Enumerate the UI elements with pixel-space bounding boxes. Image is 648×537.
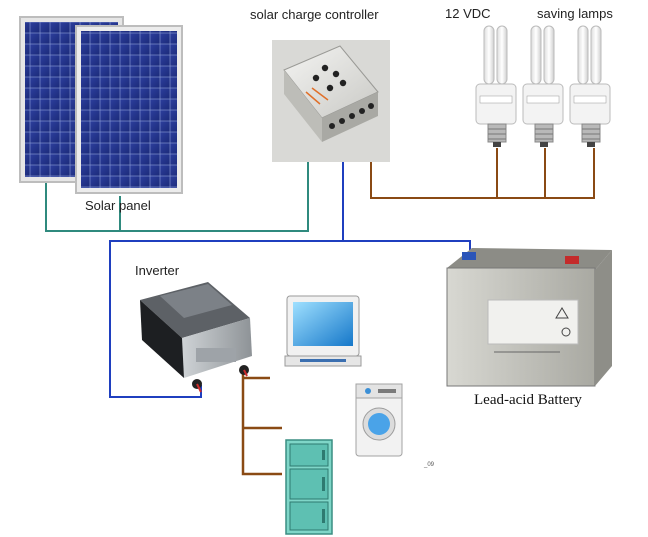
- inverter-label: Inverter: [135, 263, 180, 278]
- solar-panel-front: [75, 25, 183, 194]
- tv-monitor: [284, 295, 362, 367]
- battery-label: Lead-acid Battery: [474, 392, 582, 408]
- inverter: [140, 282, 252, 393]
- wire-solar-to-controller: [45, 162, 309, 232]
- lamps-label: saving lamps: [537, 6, 613, 21]
- voltage-label: 12 VDC: [445, 6, 491, 21]
- charge-controller: [272, 40, 390, 162]
- wire-controller-lamps: [370, 148, 595, 199]
- controller-label: solar charge controller: [250, 7, 379, 22]
- washing-machine: [355, 383, 403, 457]
- lamp-2: [522, 25, 564, 147]
- solar-panel-label: Solar panel: [85, 198, 151, 213]
- wire-inverter-appliances: [241, 372, 282, 476]
- lead-acid-battery: [446, 248, 612, 387]
- refrigerator: [285, 439, 333, 535]
- lamp-1: [475, 25, 517, 147]
- footnote-label: _09: [424, 462, 435, 468]
- wire-controller-battery-inverter: [109, 162, 471, 398]
- lamp-3: [569, 25, 611, 147]
